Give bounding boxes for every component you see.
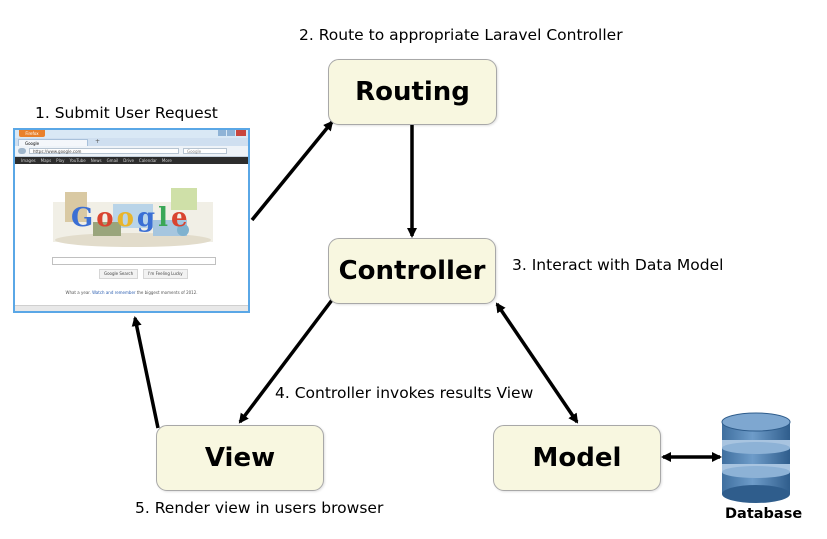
google-nav-link: YouTube: [69, 158, 86, 163]
window-controls: [218, 130, 246, 136]
doodle-letter: g: [137, 203, 155, 233]
horizontal-scrollbar: [15, 305, 248, 311]
view-node: View: [156, 425, 324, 491]
google-nav-link: More: [161, 158, 172, 163]
new-tab-icon: +: [95, 138, 101, 145]
step4-label: 4. Controller invokes results View: [275, 384, 534, 402]
firefox-menu-button: Firefox: [19, 130, 45, 137]
step1-label: 1. Submit User Request: [35, 104, 218, 122]
svg-text:Google: Google: [71, 203, 188, 233]
arrow-browser-to-routing: [250, 120, 334, 222]
doodle-letter: o: [117, 203, 134, 233]
footer-suffix: the biggest moments of 2012.: [136, 290, 198, 295]
google-nav-link: Images: [21, 158, 36, 163]
maximize-icon: [227, 130, 235, 136]
footer-prefix: What a year.: [65, 290, 91, 295]
browser-search-field: Google: [183, 148, 227, 154]
routing-node: Routing: [328, 59, 497, 125]
doodle-letter: G: [71, 203, 93, 233]
controller-node: Controller: [328, 238, 496, 304]
arrow-view-to-browser: [131, 316, 160, 429]
doodle-letter: o: [96, 203, 113, 233]
arrow-controller-model: [495, 302, 579, 424]
browser-tabbar: Google +: [15, 138, 248, 146]
browser-titlebar: Firefox: [15, 130, 248, 138]
doodle-letter: l: [158, 203, 168, 233]
google-nav-link: Play: [56, 158, 65, 163]
back-icon: [18, 148, 26, 154]
arrow-controller-to-view: [238, 298, 334, 424]
footer-link: Watch and remember: [92, 290, 136, 295]
google-search-button: Google Search: [99, 269, 139, 279]
google-nav-link: Maps: [40, 158, 52, 163]
step3-label: 3. Interact with Data Model: [512, 256, 724, 274]
database-label: Database: [725, 506, 803, 522]
browser-thumbnail: Firefox Google + https://www.google.com …: [13, 128, 250, 313]
browser-urlbar: https://www.google.com Google: [15, 146, 248, 157]
step5-label: 5. Render view in users browser: [135, 499, 384, 517]
model-node: Model: [493, 425, 661, 491]
google-nav-bar: Images Maps Play YouTube News Gmail Drive Calen…: [15, 157, 248, 164]
feeling-lucky-button: I'm Feeling Lucky: [143, 269, 188, 279]
google-footer-text: What a year. Watch and remember the bigg…: [15, 290, 248, 295]
google-nav-link: Calendar: [138, 158, 157, 163]
google-button-row: Google Search I'm Feeling Lucky: [99, 269, 188, 279]
google-search-box: [52, 257, 216, 265]
google-nav-link: Drive: [123, 158, 134, 163]
close-icon: [236, 130, 246, 136]
database-icon: [721, 412, 791, 503]
browser-tab: Google: [18, 139, 88, 146]
google-nav-link: News: [90, 158, 102, 163]
google-nav-link: Gmail: [106, 158, 119, 163]
minimize-icon: [218, 130, 226, 136]
address-field: https://www.google.com: [29, 148, 179, 154]
step2-label: 2. Route to appropriate Laravel Controll…: [299, 26, 623, 44]
doodle-letter: e: [171, 203, 188, 233]
